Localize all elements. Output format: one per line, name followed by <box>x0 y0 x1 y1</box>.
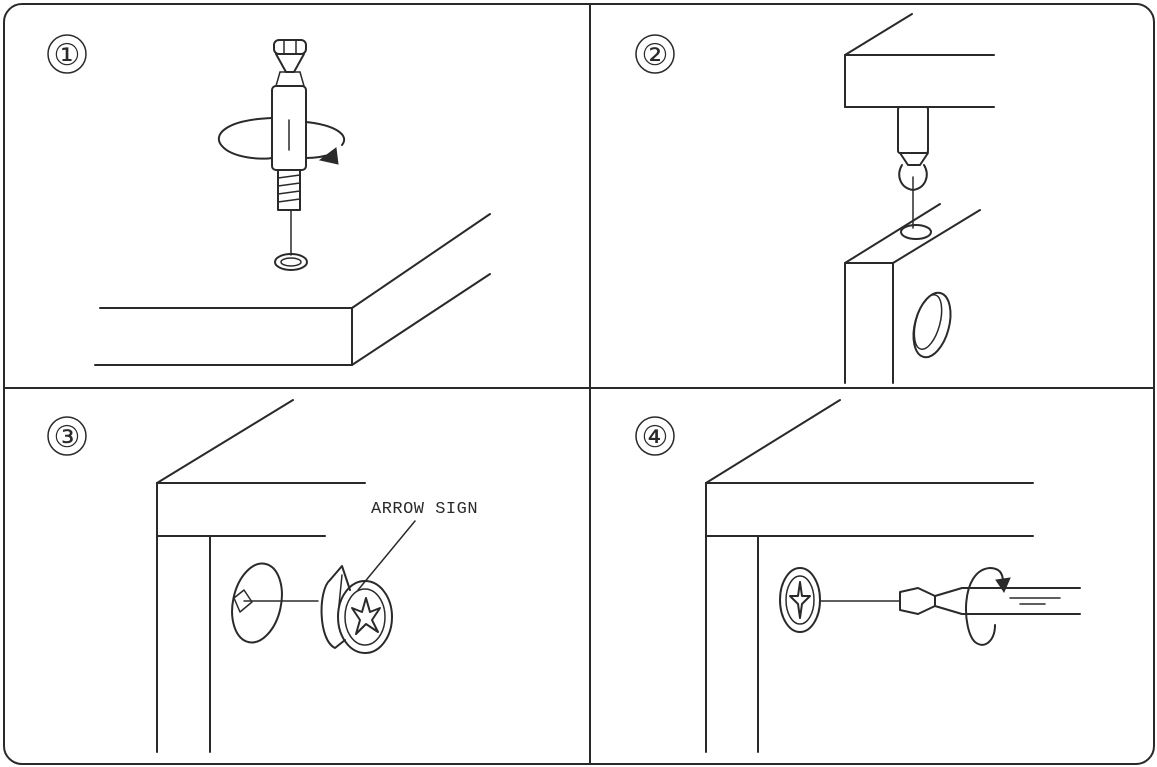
step-3-number-circle <box>47 416 87 456</box>
screwdriver-icon <box>899 587 1081 615</box>
step-2-panel: ② <box>635 13 995 384</box>
step-3-number: ③ <box>54 420 81 455</box>
step-1-panel: ① <box>47 34 491 366</box>
panel-frame <box>3 3 1155 765</box>
step-4-number-circle <box>635 416 675 456</box>
top-board-illustration <box>844 13 995 108</box>
step-1-number-circle <box>47 34 87 74</box>
cam-hole-icon <box>231 562 319 644</box>
board-illustration <box>94 213 491 366</box>
cam-bolt-icon <box>897 106 929 229</box>
step-4-number: ④ <box>642 420 669 455</box>
step-3-panel: ③ ARROW SIGN <box>47 399 478 753</box>
cam-lock-head-icon <box>779 567 901 633</box>
step-2-number-circle <box>635 34 675 74</box>
step-4-panel: ④ <box>635 399 1081 753</box>
hole-icon <box>274 253 308 271</box>
vertical-board-illustration <box>844 203 981 384</box>
cam-lock-icon <box>320 565 393 654</box>
rotation-arrow-icon <box>217 117 345 165</box>
cabinet-corner-illustration <box>705 399 1034 753</box>
arrow-sign-label: ARROW SIGN <box>371 500 478 519</box>
step-1-number: ① <box>54 38 81 73</box>
cam-bolt-icon <box>271 39 307 211</box>
step-2-number: ② <box>642 38 669 73</box>
label-leader-line <box>357 520 416 591</box>
rotation-arrow-icon <box>965 567 1011 646</box>
cabinet-corner-illustration <box>156 399 366 753</box>
